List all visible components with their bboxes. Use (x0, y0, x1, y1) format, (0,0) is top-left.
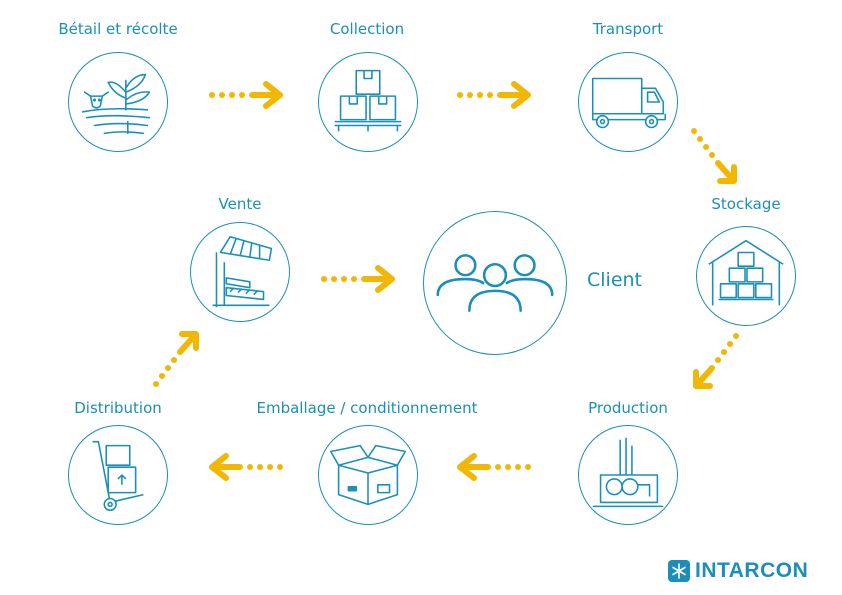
market-stall-icon (212, 235, 273, 308)
label-client: Client (587, 269, 643, 291)
label-collection: Collection (329, 20, 405, 38)
node-vente (190, 222, 290, 322)
factory-icon (592, 437, 664, 508)
node-collection (318, 52, 418, 152)
arrow-emballage-distribution (209, 453, 283, 481)
node-transport (578, 52, 678, 152)
people-icon (436, 254, 554, 312)
snowflake-icon (668, 560, 690, 582)
label-distribution: Distribution (74, 399, 162, 417)
label-betail: Bétail et récolte (58, 20, 178, 38)
node-distribution (68, 425, 168, 525)
label-vente: Vente (218, 195, 262, 213)
label-stockage: Stockage (711, 195, 781, 213)
arrow-vente-client (321, 265, 395, 293)
label-production: Production (588, 399, 668, 417)
boxes-icon (334, 69, 402, 132)
arrow-stockage-production (693, 333, 739, 389)
node-stockage (696, 226, 796, 326)
arrow-betail-collection (209, 81, 283, 109)
node-production (578, 425, 678, 525)
node-betail (68, 52, 168, 152)
hand-truck-icon (92, 440, 144, 512)
brand-name: INTARCON (695, 559, 809, 582)
brand-logo: INTARCON (668, 559, 808, 583)
label-transport: Transport (592, 20, 664, 38)
arrow-transport-stockage (691, 128, 737, 184)
node-emballage (318, 425, 418, 525)
arrow-collection-transport (457, 81, 531, 109)
truck-icon (591, 77, 667, 129)
arrow-distribution-vente (153, 331, 199, 387)
warehouse-icon (708, 239, 784, 306)
node-client (423, 211, 567, 355)
label-emballage: Emballage / conditionnement (256, 399, 478, 417)
open-box-icon (329, 444, 407, 506)
arrow-production-emballage (457, 453, 531, 481)
cow-crop-icon (81, 73, 151, 135)
